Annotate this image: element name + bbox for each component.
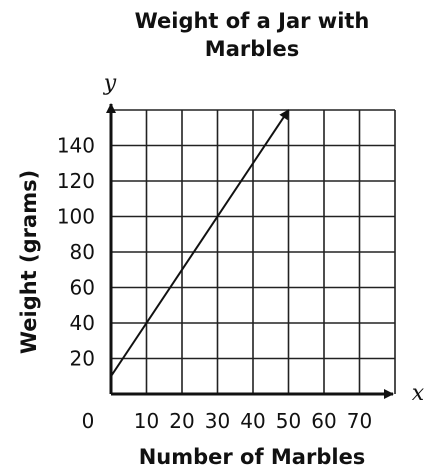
x-axis-title: Number of Marbles: [139, 445, 366, 469]
tick-label-layer: 10 20 30 40 50 60 70 20 40 60 80 100 120 140: [57, 134, 372, 434]
series-line: [110, 109, 290, 377]
x-tick-label: 20: [169, 409, 194, 433]
x-tick-label: 30: [205, 409, 230, 433]
chart-title-line-1: Weight of a Jar with: [135, 9, 370, 33]
x-tick-label: 60: [311, 409, 336, 433]
y-axis-title: Weight (grams): [17, 170, 41, 354]
grid-layer: [111, 109, 396, 394]
axis-layer: [106, 103, 394, 399]
x-tick-label: 40: [240, 409, 265, 433]
x-variable-label: x: [412, 381, 425, 406]
series-layer: [110, 109, 290, 377]
y-variable-label: y: [103, 71, 117, 96]
x-tick-label: 50: [276, 409, 301, 433]
y-tick-label: 100: [57, 205, 95, 229]
y-tick-label: 40: [70, 311, 95, 335]
y-tick-label: 80: [70, 240, 95, 264]
x-tick-label: 70: [347, 409, 372, 433]
y-tick-label: 20: [70, 347, 95, 371]
origin-label: 0: [82, 409, 95, 433]
y-tick-label: 60: [70, 276, 95, 300]
y-tick-label: 120: [57, 169, 95, 193]
y-tick-label: 140: [57, 134, 95, 158]
chart-title-line-2: Marbles: [205, 37, 299, 61]
x-tick-label: 10: [134, 409, 159, 433]
